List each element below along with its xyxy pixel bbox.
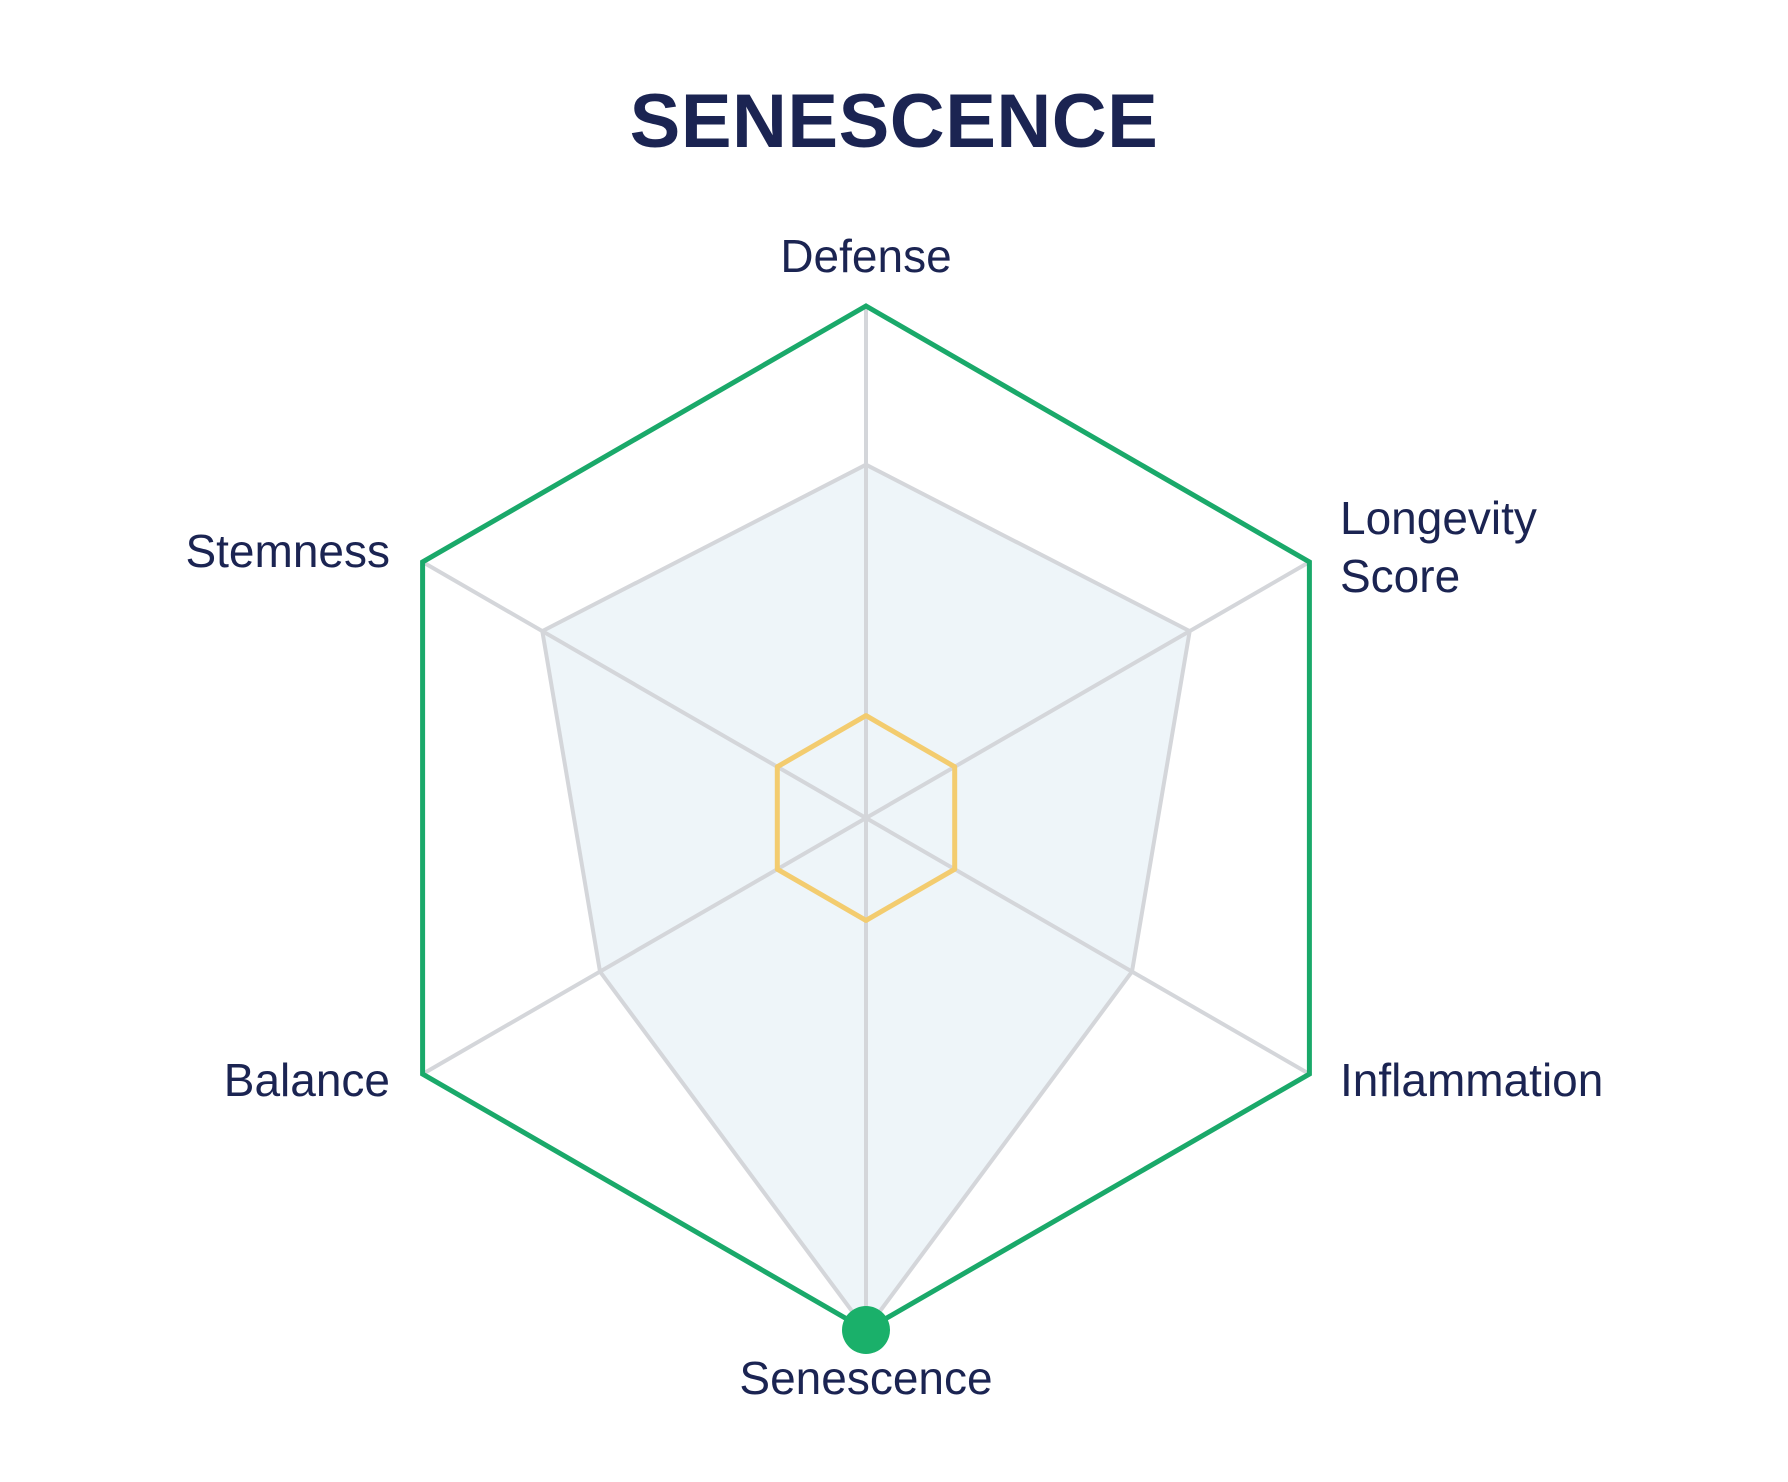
axis-spoke-2 <box>864 816 1311 1076</box>
axis-spoke-1 <box>864 560 1311 820</box>
axis-label-line: Senescence <box>739 1352 992 1404</box>
axis-label-line: Score <box>1340 550 1460 602</box>
axis-label-senescence: Senescence <box>739 1352 992 1404</box>
axis-spoke-5 <box>421 560 868 820</box>
chart-title: SENESCENCE <box>629 79 1159 164</box>
axis-label-line: Inflammation <box>1340 1054 1603 1106</box>
axis-label-line: Defense <box>780 230 951 282</box>
axis-label-balance: Balance <box>224 1054 390 1106</box>
axis-label-line: Balance <box>224 1054 390 1106</box>
axis-label-line: Stemness <box>185 525 390 577</box>
axis-label-defense: Defense <box>780 230 951 282</box>
axis-label-stemness: Stemness <box>185 525 390 577</box>
axis-spoke-4 <box>421 816 868 1076</box>
highlight-marker <box>842 1306 890 1354</box>
inner-ring-polygon <box>774 713 958 923</box>
axis-label-inflammation: Inflammation <box>1340 1054 1603 1106</box>
axis-label-line: Longevity <box>1340 492 1537 544</box>
